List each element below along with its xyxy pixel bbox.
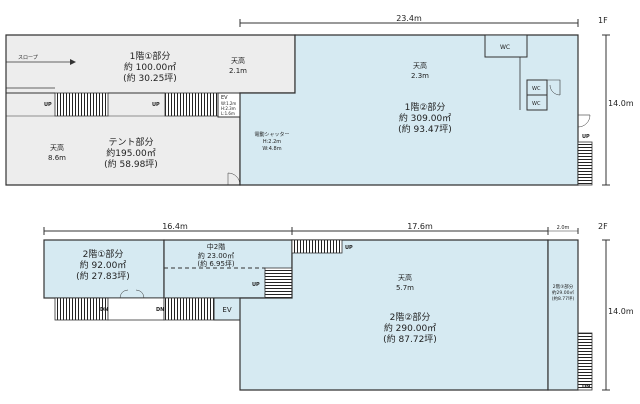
wc-label-2: WC bbox=[532, 86, 541, 92]
room-1f-2-name: 1階②部分 bbox=[405, 101, 446, 113]
dim-width-2f-right: 17.6m bbox=[407, 222, 433, 231]
ceiling-1f-1-value: 2.1m bbox=[229, 67, 247, 75]
floor1-plan: 23.4m 1F 14.0m スロープ UP UP EV W:1.2m H:2.… bbox=[5, 14, 634, 186]
up-label-mezzanine: UP bbox=[252, 282, 260, 288]
mezzanine-tsubo: (約 6.95坪) bbox=[197, 259, 235, 268]
ev-label-2f: EV bbox=[222, 306, 231, 314]
ceiling-1f-2-value: 2.3m bbox=[411, 72, 429, 80]
shutter-label: 電動シャッター bbox=[254, 131, 289, 138]
room-2f-2-area: 約 290.00㎡ bbox=[384, 322, 436, 334]
stairs-mezzanine bbox=[264, 267, 293, 299]
room-2f-3-name: 2階③部分 bbox=[553, 283, 574, 290]
tent-name: テント部分 bbox=[108, 136, 153, 148]
ceiling-2f-2-value: 5.7m bbox=[396, 284, 414, 292]
room-2f-1-tsubo: (約 27.83坪) bbox=[76, 270, 130, 282]
shutter-w: W:4.8m bbox=[262, 146, 281, 152]
room-1f-1-name: 1階①部分 bbox=[130, 50, 171, 62]
stairs-1f-left bbox=[54, 92, 109, 117]
room-2f-3-tsubo: (約8.77坪) bbox=[552, 295, 575, 302]
room-1f-2-area: 約 309.00㎡ bbox=[399, 112, 451, 124]
wc-room-1 bbox=[484, 34, 528, 58]
stairs-1f-exterior bbox=[577, 141, 593, 186]
dn-label-2f-left: DN bbox=[100, 307, 108, 313]
mezzanine-name: 中2階 bbox=[207, 242, 225, 251]
ceiling-tent-value: 8.6m bbox=[48, 154, 66, 162]
up-label-1f-left: UP bbox=[44, 102, 52, 108]
room-2f-2-name: 2階②部分 bbox=[390, 311, 431, 323]
tent-tsubo: (約 58.98坪) bbox=[104, 158, 158, 170]
room-1f-2-tsubo: (約 93.47坪) bbox=[398, 123, 452, 135]
wc-label-1: WC bbox=[500, 44, 510, 51]
dn-label-2f-exterior: DN bbox=[582, 384, 590, 390]
shutter-h: H:2.2m bbox=[263, 139, 281, 145]
up-label-2f-top: UP bbox=[345, 245, 353, 251]
stairs-1f-right bbox=[164, 92, 219, 117]
up-label-1f-exterior: UP bbox=[582, 134, 590, 140]
stairs-2f-exterior bbox=[577, 332, 593, 391]
mezzanine-area: 約 23.00㎡ bbox=[198, 251, 234, 260]
ceiling-2f-2-label: 天高 bbox=[398, 273, 412, 282]
wc-room-3 bbox=[526, 94, 548, 111]
dim-width-2f-small: 2.0m bbox=[557, 225, 570, 231]
room-2f-1-name: 2階①部分 bbox=[83, 248, 124, 260]
room-1f-1-area: 約 100.00㎡ bbox=[124, 61, 176, 73]
slope-label: スロープ bbox=[18, 55, 38, 61]
ev-w-1f: W:1.2m bbox=[221, 101, 236, 106]
dim-width-2f-left: 16.4m bbox=[162, 222, 188, 231]
ev-h-1f: H:2.3m bbox=[221, 106, 236, 111]
room-1f-1-tsubo: (約 30.25坪) bbox=[123, 72, 177, 84]
room-2f-2-tsubo: (約 87.72坪) bbox=[383, 333, 437, 345]
dim-width-1f: 23.4m bbox=[396, 14, 422, 23]
wc-label-3: WC bbox=[532, 101, 541, 107]
room-2f-3-area: 約29.00㎡ bbox=[552, 289, 574, 296]
dn-label-2f-right: DN bbox=[156, 307, 164, 313]
room-2f-3 bbox=[547, 239, 579, 391]
stairs-2f-right bbox=[163, 297, 215, 321]
floor-label-2f: 2F bbox=[598, 222, 608, 231]
tent-area: 約195.00㎡ bbox=[106, 147, 156, 159]
stairs-2f-top bbox=[291, 239, 343, 254]
floor-label-1f: 1F bbox=[598, 16, 608, 25]
ceiling-tent-label: 天高 bbox=[50, 143, 64, 152]
dim-height-2f: 14.0m bbox=[608, 307, 634, 316]
ceiling-1f-1-label: 天高 bbox=[231, 56, 245, 65]
up-label-1f-right: UP bbox=[152, 102, 160, 108]
floor2-plan: 16.4m 17.6m 2.0m 2F 14.0m DN DN EV UP UP bbox=[43, 222, 634, 391]
room-2f-1-area: 約 92.00㎡ bbox=[80, 259, 127, 271]
dim-height-1f: 14.0m bbox=[608, 99, 634, 108]
ev-label-1f: EV bbox=[221, 95, 228, 101]
ceiling-1f-2-label: 天高 bbox=[413, 61, 427, 70]
ev-l-1f: L:1.6m bbox=[221, 111, 235, 116]
